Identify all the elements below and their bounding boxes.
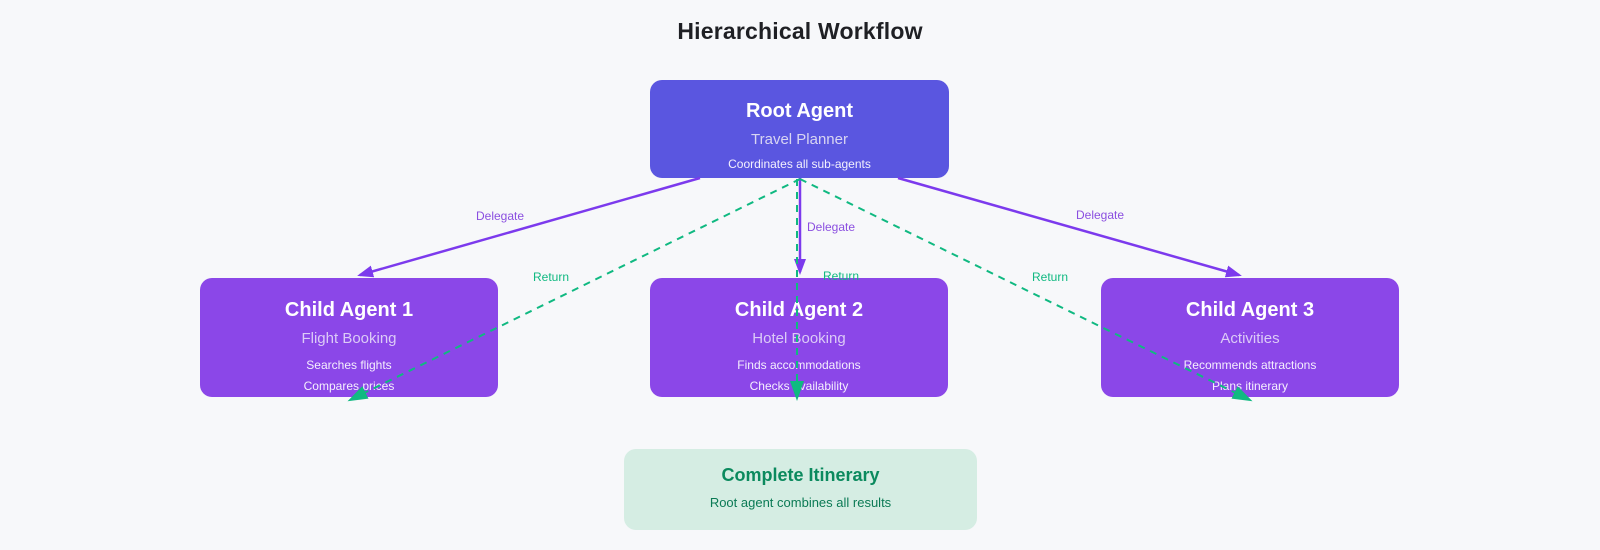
delegate-arrow-root-to-child1 <box>357 176 701 278</box>
child-agent-2-detail: Checks availability <box>749 379 849 393</box>
child-agent-2-node: Child Agent 2 Hotel Booking Finds accomm… <box>650 278 948 397</box>
child-agent-1-detail: Compares prices <box>303 379 395 393</box>
root-agent-description: Coordinates all sub-agents <box>728 157 871 171</box>
child-agent-2-title: Child Agent 2 <box>734 299 864 321</box>
child-agent-3-subtitle: Activities <box>1220 330 1280 347</box>
child-agent-1-detail: Searches flights <box>306 358 392 372</box>
child-agent-2-subtitle: Hotel Booking <box>752 330 846 347</box>
root-agent-title: Root Agent <box>745 100 853 122</box>
delegate-label-left: Delegate <box>475 209 525 223</box>
child-agent-1-subtitle: Flight Booking <box>301 330 397 347</box>
child-agent-1-node: Child Agent 1 Flight Booking Searches fl… <box>200 278 498 397</box>
complete-itinerary-subtitle: Root agent combines all results <box>709 495 892 510</box>
return-label-right: Return <box>1031 270 1069 284</box>
child-agent-3-node: Child Agent 3 Activities Recommends attr… <box>1101 278 1399 397</box>
child-agent-3-detail: Plans itinerary <box>1211 379 1289 393</box>
delegate-label-right: Delegate <box>1075 208 1125 222</box>
child-agent-1-title: Child Agent 1 <box>284 299 414 321</box>
complete-itinerary-title: Complete Itinerary <box>721 465 880 485</box>
complete-itinerary-node: Complete Itinerary Root agent combines a… <box>624 449 977 530</box>
child-agent-3-detail: Recommends attractions <box>1183 358 1317 372</box>
delegate-arrow-root-to-child3 <box>897 176 1242 278</box>
root-agent-node: Root Agent Travel Planner Coordinates al… <box>650 80 949 178</box>
delegate-label-middle: Delegate <box>806 220 856 234</box>
child-agent-3-title: Child Agent 3 <box>1185 299 1315 321</box>
child-agent-2-detail: Finds accommodations <box>737 358 861 372</box>
root-agent-subtitle: Travel Planner <box>751 131 848 148</box>
diagram-title: Hierarchical Workflow <box>677 18 923 44</box>
return-label-left: Return <box>532 270 570 284</box>
